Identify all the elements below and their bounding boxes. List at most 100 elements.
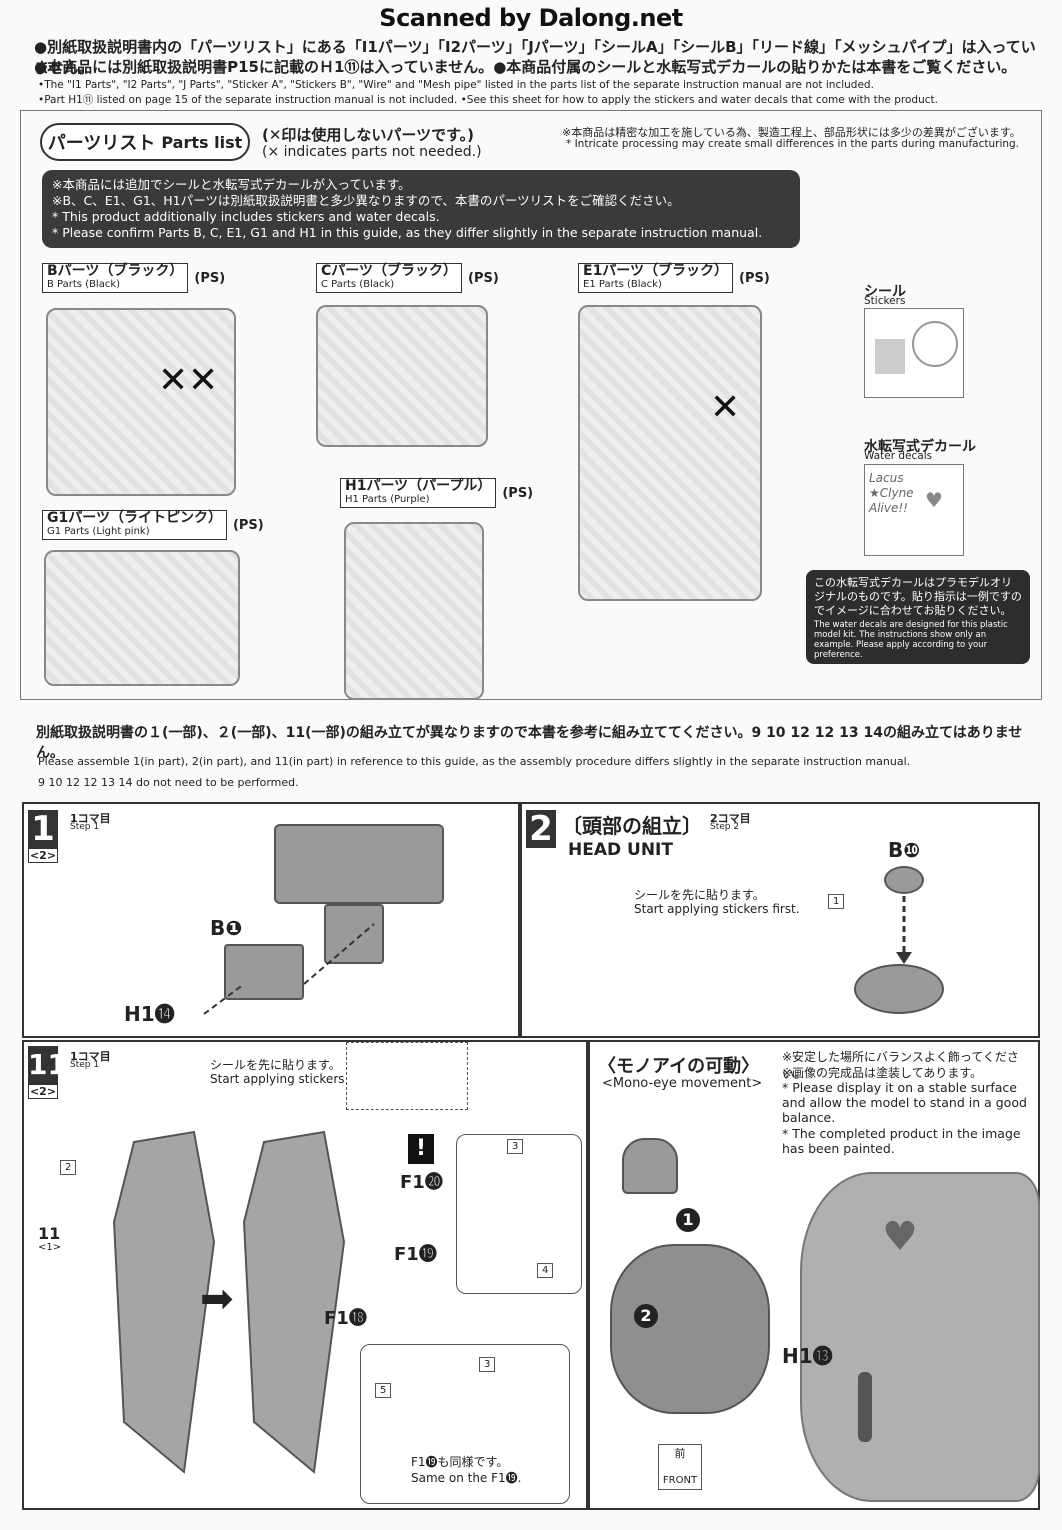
monoeye-note-jp1: ※安定した場所にバランスよく飾ってください。 [782,1050,1019,1081]
runner-c-ps: (PS) [468,270,499,286]
runner-h1-jp: H1パーツ（パープル） [345,478,492,494]
torso-frame-illustration [274,824,444,904]
unused-x-icon: ✕ [158,360,189,401]
additional-notice-jp2: ※B、C、E1、G1、H1パーツは別紙取扱説明書と多少異なりますので、本書のパー… [52,193,680,208]
decal-line: Lacus [869,471,904,485]
part-b1-illustration [224,944,304,1000]
additional-notice-en1: * This product additionally includes sti… [52,209,440,224]
watermark: Scanned by Dalong.net [379,4,683,32]
part-b10-label: B❿ [888,838,921,862]
precision-note-en: * Intricate processing may create small … [566,138,1020,150]
decal-line: ★Clyne [869,486,914,500]
step1-tab: <2> [28,848,58,863]
notice-en-line1: •The "I1 Parts", "I2 Parts", "J Parts", … [38,79,874,91]
sticker-sheet-art [875,321,958,374]
runner-e1-en: E1 Parts (Black) [583,279,662,290]
additional-notice-en2: * Please confirm Parts B, C, E1, G1 and … [52,225,763,240]
monoeye-title-en: <Mono-eye movement> [602,1076,763,1091]
monoeye-note-jp2: ※画像の完成品は塗装してあります。 [782,1066,983,1080]
runner-b-sprue: ✕ ✕ [46,308,236,496]
precision-note-jp: ※本商品は精密な加工を施している為、製造工程上、部品形状には多少の差異がございま… [562,126,1021,139]
part-h1-13-label: H1⓭ [782,1344,833,1368]
completed-model-illustration: ♥ [800,1172,1040,1502]
runner-c-label: Cパーツ（ブラック）C Parts (Black) (PS) [316,263,499,293]
same-note-en: Same on the F1⓳. [411,1471,522,1485]
step11-number: 11 [28,1046,67,1084]
sticker-4-ref: 4 [537,1263,554,1278]
step2-dashed-arrow [896,896,912,964]
assembly-note-en1: Please assemble 1(in part), 2(in part), … [38,755,911,768]
sticker-3-ref: 3 [507,1139,524,1154]
step2-title-jp: 〔頭部の組立〕 [562,814,702,838]
sticker-2-ref: 2 [60,1160,77,1175]
head-unit-illustration [610,1244,770,1414]
stickers-jp: シール [864,284,906,300]
detail-inset [346,1042,468,1110]
figure-illustration [858,1372,872,1442]
step11-step: Step 1 [70,1060,100,1070]
same-note-jp: F1⓳も同様です。 [411,1455,509,1469]
parts-list-title-en: Parts list [161,132,243,152]
heart-icon: ♥ [925,488,943,512]
parts-list-title: パーツリスト Parts list [40,123,250,161]
parts-list-note-jp: (✕印は使用しないパーツです。) [262,126,474,144]
detail-panel-top: 3 4 [456,1134,582,1294]
step1-step: Step 1 [70,822,100,832]
shoulder-armor-illustration [112,1130,216,1474]
runner-g1-en: G1 Parts (Light pink) [47,526,150,537]
monoeye-title-jp: 〈モノアイの可動〉 [598,1056,760,1077]
runner-b-label: Bパーツ（ブラック）B Parts (Black) (PS) [42,263,225,293]
runner-e1-jp: E1パーツ（ブラック） [583,263,729,279]
step2-koma: 2コマ目 [710,812,751,825]
notice-jp-line1: ●別紙取扱説明書内の「パーツリスト」にある「I1パーツ」「I2パーツ」「Jパーツ… [34,38,1036,77]
step11-section: 11 <2> 1コマ目 Step 1 シールを先に貼ります。 Start app… [22,1040,588,1510]
heart-icon: ♥ [882,1214,918,1260]
step2-sticker-en: Start applying stickers first. [634,902,800,916]
assembly-note-jp: 別紙取扱説明書の１(一部)、２(一部)、11(一部)の組み立てが異なりますので本… [36,725,1023,761]
right-arrow-icon: ➡ [200,1276,234,1322]
runner-b-en: B Parts (Black) [47,279,121,290]
runner-c-sprue [316,305,488,447]
parts-list-title-jp: パーツリスト [47,133,156,154]
runner-h1-sprue [344,522,484,700]
monoeye-note-en1: * Please display it on a stable surface … [782,1080,1027,1125]
notice-en-line2: •Part H1⑪ listed on page 15 of the separ… [38,94,938,106]
monoeye-note-en2: * The completed product in the image has… [782,1126,1021,1156]
stickers-en: Stickers [864,295,906,307]
part-b1-label: B❶ [210,916,243,940]
sticker-3-ref-2: 3 [479,1357,496,1372]
runner-h1-ps: (PS) [502,485,534,501]
runner-c-jp: Cパーツ（ブラック） [321,263,457,279]
decal-note-jp: この水転写式デカールはプラモデルオリジナルのものです。貼り指示は一例ですのでイメ… [814,576,1022,617]
front-indicator: 前 FRONT [658,1444,702,1490]
decal-note-en: The water decals are designed for this p… [814,620,1008,660]
runner-g1-sprue [44,550,240,686]
runner-h1-label: H1パーツ（パープル）H1 Parts (Purple) (PS) [340,478,533,508]
part-f1-18-label: F1⓲ [324,1308,367,1329]
decal-sheet: Lacus ★Clyne Alive!! ♥ [864,464,964,556]
step1-section: 1 <2> 1コマ目 Step 1 B❶ H1⓮ [22,802,520,1038]
decal-jp: 水転写式デカール [864,439,976,455]
caution-icon: ! [408,1134,434,1164]
decal-line: Alive!! [869,501,908,515]
runner-e1-ps: (PS) [739,270,770,286]
step11-sticker-jp: シールを先に貼ります。 [210,1058,341,1072]
runner-g1-jp: G1パーツ（ライトピンク） [47,510,222,526]
sticker-5-ref: 5 [375,1383,392,1398]
ref-11-number: 11 [38,1224,61,1243]
front-jp: 前 [674,1447,686,1460]
runner-g1-ps: (PS) [232,517,264,533]
step1-number: 1 [28,810,58,848]
arrow-2-badge: 2 [634,1304,658,1328]
runner-e1-sprue: ✕ [578,305,762,601]
runner-b-ps: (PS) [194,270,226,286]
step1-koma: 1コマ目 [70,812,111,825]
head-base-illustration [854,964,944,1014]
part-f1-19-label: F1⓳ [394,1244,437,1265]
step2-number: 2 [526,810,556,848]
step1-dashed-arrows [203,923,375,1015]
runner-b-jp: Bパーツ（ブラック） [47,263,184,279]
step11-koma: 1コマ目 [70,1050,111,1063]
torso-joint-illustration [324,904,384,964]
step2-section: 2 〔頭部の組立〕 2コマ目 Step 2 HEAD UNIT シールを先に貼り… [520,802,1040,1038]
